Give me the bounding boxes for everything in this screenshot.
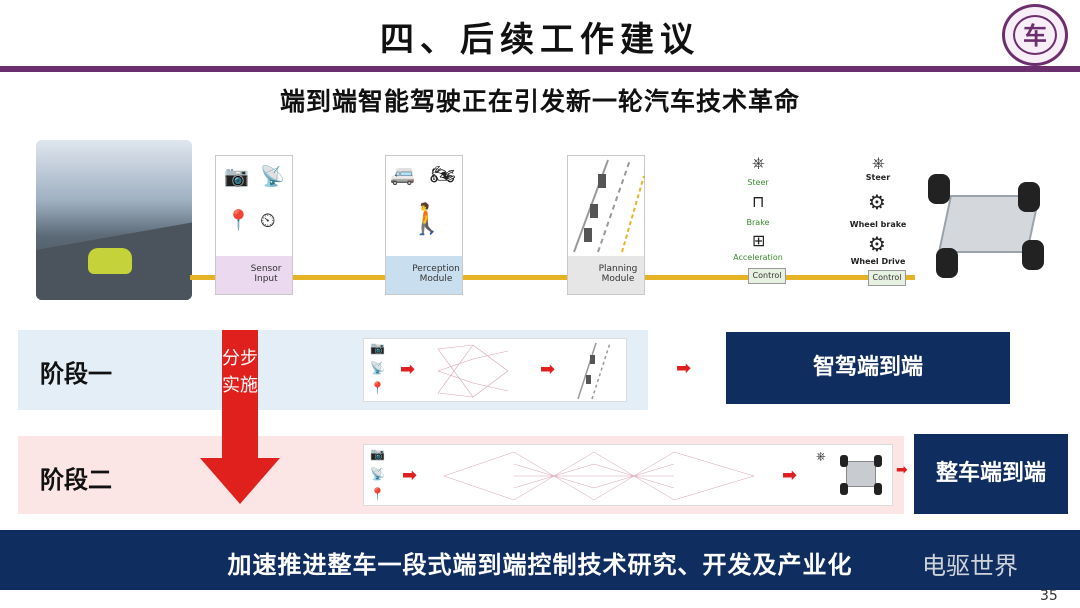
bottom-banner: [0, 530, 1080, 590]
stage1-row: 阶段一 📷 📡 📍 ➡ ➡: [18, 330, 648, 410]
planning-module-card: Planning Module: [567, 155, 645, 295]
page-number: 35: [1040, 588, 1058, 604]
control-step-acceleration: Acceleration: [733, 253, 783, 262]
arrow-icon: ➡: [782, 465, 798, 486]
camera-icon: 📷: [224, 164, 249, 188]
wheel-front-right: [1018, 182, 1040, 212]
logo-ring: [1013, 15, 1057, 55]
arrow-icon: ➡: [540, 359, 556, 380]
steering-wheel-icon-2: ⎈: [872, 153, 885, 172]
autonomous-car-scene-image: [36, 140, 192, 300]
location-pin-icon: 📍: [226, 208, 251, 232]
stage1-arrow-icon: ➡: [676, 358, 692, 379]
wheel-brake-icon: ⚙: [868, 190, 886, 214]
wheel-rear-left: [936, 248, 958, 278]
speedometer-icon: ⏲: [260, 208, 276, 232]
stage2-row: 阶段二 📷 📡 📍 ➡ ➡ ⎈: [18, 436, 904, 514]
motorcycle-icon: 🏍: [430, 162, 456, 186]
stage1-label: 阶段一: [40, 360, 112, 388]
radar-icon-small: 📡: [370, 467, 385, 481]
wheel-rear-right: [1022, 240, 1044, 270]
stage1-diagram: 📷 📡 📍 ➡ ➡: [363, 338, 627, 402]
vehicle-step-wheel-brake: Wheel brake: [849, 220, 907, 229]
perception-module-label: Perception Module: [386, 256, 462, 294]
brake-pedal-icon: ⊓: [752, 192, 765, 211]
bottom-banner-text: 加速推进整车一段式端到端控制技术研究、开发及产业化: [227, 551, 853, 579]
vehicle-chassis-image: [922, 160, 1052, 285]
university-logo: 车: [1002, 4, 1068, 66]
pipeline-connector: [190, 275, 915, 280]
wheel-front-left: [928, 174, 950, 204]
steering-wheel-icon: ⎈: [752, 153, 765, 172]
accelerator-icon: ⊞: [752, 231, 766, 250]
wheel-drive-icon: ⚙: [868, 232, 886, 256]
stage2-arrow-icon: ➡: [896, 462, 908, 478]
step-arrow-head: [200, 458, 280, 504]
vehicle-step-steer: Steer: [865, 173, 891, 182]
vehicle-step-wheel-drive: Wheel Drive: [850, 257, 906, 266]
control-step-steer: Steer: [747, 178, 769, 187]
camera-icon-small: 📷: [370, 341, 385, 355]
stage2-goal: 整车端到端: [914, 434, 1068, 514]
control-mini-icon: ⎈: [816, 449, 826, 463]
location-pin-icon-small: 📍: [370, 381, 385, 395]
stage2-label: 阶段二: [40, 466, 112, 494]
pedestrians-icon: 🚶: [408, 202, 446, 237]
control-step-brake: Brake: [746, 218, 770, 227]
location-pin-icon-small: 📍: [370, 487, 385, 501]
vehicle-control-box: Control: [868, 270, 906, 286]
sensor-input-card: 📷 📡 📍 ⏲ Sensor Input: [215, 155, 293, 295]
lane-planning-mini: [577, 342, 611, 400]
slide-title: 四、后续工作建议: [380, 20, 700, 60]
step-arrow-shaft: [222, 330, 258, 460]
camera-icon-small: 📷: [370, 447, 385, 461]
arrow-icon: ➡: [402, 465, 418, 486]
radar-icon-small: 📡: [370, 361, 385, 375]
radar-icon: 📡: [260, 164, 285, 188]
control-box: Control: [748, 268, 786, 284]
planning-module-label: Planning Module: [568, 256, 644, 294]
stage1-goal: 智驾端到端: [726, 332, 1010, 404]
slide-subtitle: 端到端智能驾驶正在引发新一轮汽车技术革命: [279, 87, 800, 116]
neural-network-graphic: [437, 344, 509, 398]
car-graphic: [88, 248, 132, 274]
lane-planning-graphic: [573, 159, 645, 253]
perception-module-card: 🚐 🏍 🚶 Perception Module: [385, 155, 463, 295]
arrow-icon: ➡: [400, 359, 416, 380]
sensor-input-label: Sensor Input: [216, 256, 292, 294]
chassis-mini-graphic: [840, 451, 884, 499]
logo-glyph: 车: [1023, 21, 1047, 50]
neural-network-graphic: [443, 451, 755, 501]
step-arrow-label: 分步实施: [222, 348, 258, 396]
stage2-diagram: 📷 📡 📍 ➡ ➡ ⎈: [363, 444, 893, 506]
watermark-text: 电驱世界: [922, 552, 1018, 580]
truck-icon: 🚐: [390, 162, 415, 186]
title-divider: [0, 66, 1080, 72]
